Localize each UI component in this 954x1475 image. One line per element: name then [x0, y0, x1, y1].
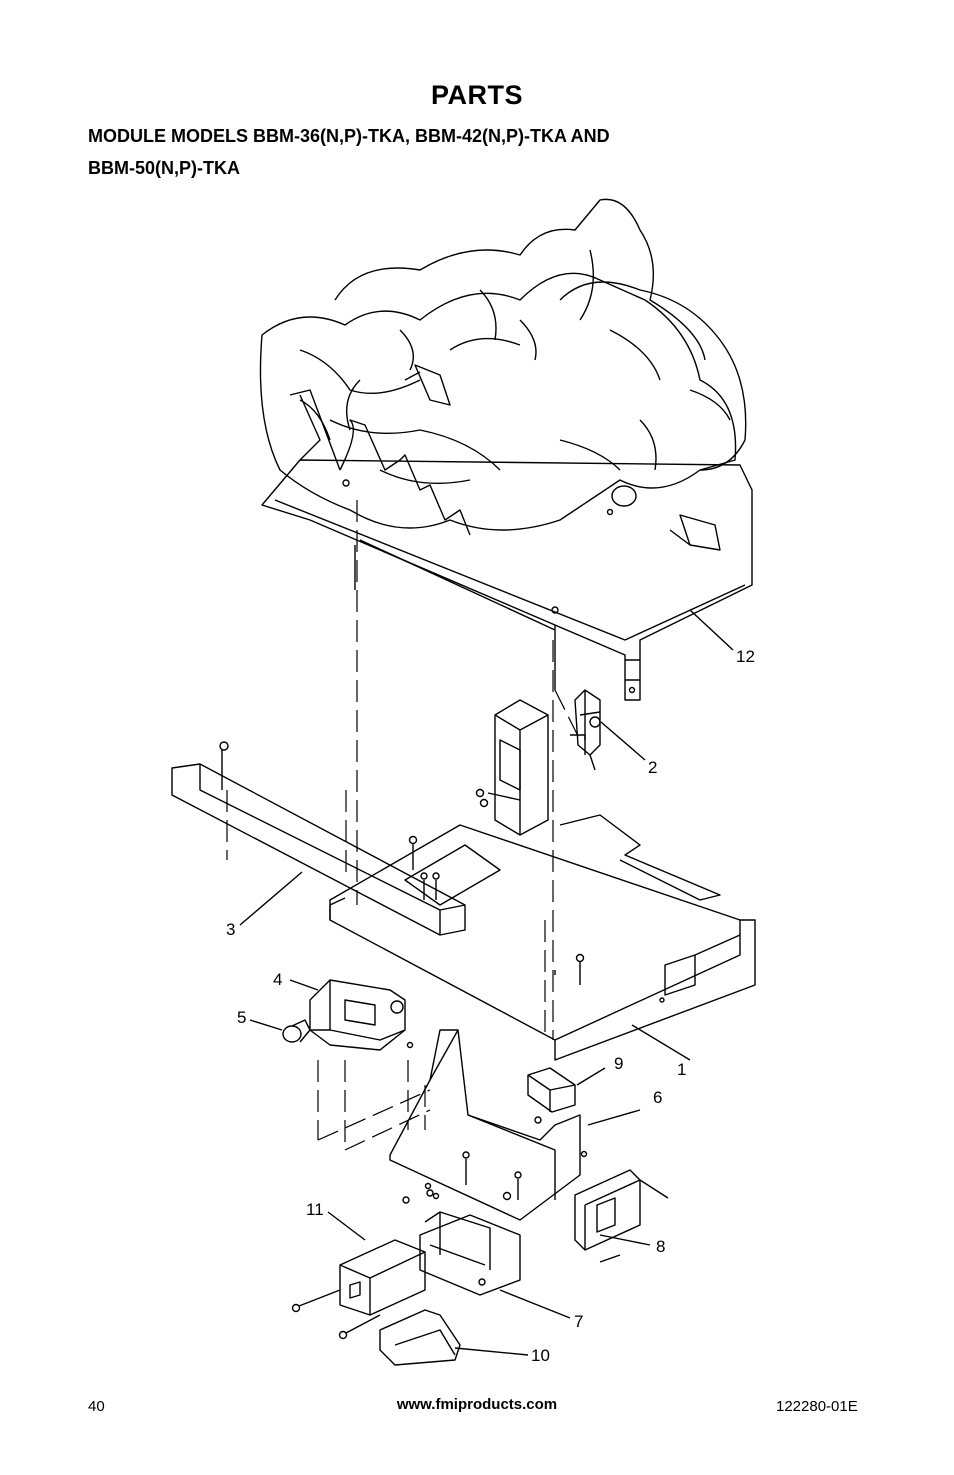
- callout-5: 5: [237, 1008, 247, 1027]
- leader-12: [689, 609, 734, 651]
- part-6-lower-bracket: [389, 1029, 641, 1221]
- subtitle-line-1: MODULE MODELS BBM-36(N,P)-TKA, BBM-42(N,…: [88, 126, 610, 146]
- callout-8: 8: [656, 1237, 666, 1256]
- log-set-drawing: [259, 198, 747, 531]
- part-4-gas-valve: [289, 979, 406, 1051]
- callout-10: 10: [531, 1346, 550, 1365]
- part-5-control-knob: [249, 1019, 311, 1043]
- callout-6: 6: [653, 1088, 663, 1107]
- document-number: 122280-01E: [776, 1398, 858, 1415]
- part-3-channel: [171, 741, 466, 936]
- part-10-cover: [379, 1309, 529, 1366]
- page-title: PARTS: [430, 80, 523, 110]
- part-11-housing: [291, 1211, 426, 1340]
- subtitle-line-2: BBM-50(N,P)-TKA: [88, 158, 240, 178]
- grate-drawing: [261, 364, 753, 701]
- callout-3: 3: [226, 920, 236, 939]
- part-1-base-pan: [329, 814, 756, 1061]
- callout-9: 9: [614, 1054, 624, 1073]
- callout-12: 12: [736, 647, 755, 666]
- page-subtitle: MODULE MODELS BBM-36(N,P)-TKA, BBM-42(N,…: [88, 120, 888, 184]
- page-number: 40: [88, 1398, 105, 1415]
- callout-4: 4: [273, 970, 283, 989]
- part-8-ignition-module: [574, 1150, 669, 1263]
- part-2-pilot: [570, 689, 646, 771]
- callout-1: 1: [677, 1060, 687, 1079]
- part-9-small-bracket: [527, 1067, 606, 1113]
- callout-11: 11: [306, 1200, 324, 1219]
- alignment-lines: [226, 500, 581, 1151]
- callout-7: 7: [574, 1312, 584, 1331]
- callout-2: 2: [648, 758, 658, 777]
- website-link[interactable]: www.fmiproducts.com: [396, 1396, 558, 1413]
- part-7-burner-box: [419, 1211, 571, 1319]
- pilot-bracket: [475, 699, 549, 836]
